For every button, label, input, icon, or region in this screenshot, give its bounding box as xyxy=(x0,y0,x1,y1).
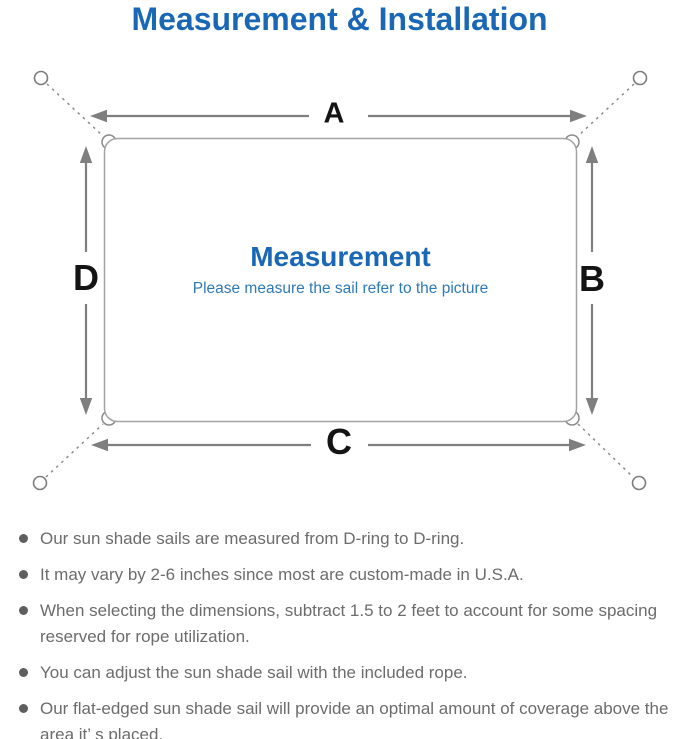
arrow-c xyxy=(91,438,586,452)
bullet-icon xyxy=(19,668,28,677)
list-item: Our sun shade sails are measured from D-… xyxy=(16,526,671,552)
rope-lines xyxy=(45,83,635,478)
note-text: You can adjust the sun shade sail with t… xyxy=(40,663,468,682)
dimension-label-b: B xyxy=(579,258,605,299)
notes-list: Our sun shade sails are measured from D-… xyxy=(16,526,671,739)
dimension-label-a: A xyxy=(323,97,345,130)
page-title: Measurement & Installation xyxy=(131,1,548,37)
note-text: When selecting the dimensions, subtract … xyxy=(40,601,658,646)
arrow-b xyxy=(585,146,599,415)
anchor-ring-icon xyxy=(631,475,647,491)
rope-dashed-line-topleft xyxy=(46,83,104,137)
list-item: Our flat-edged sun shade sail will provi… xyxy=(16,696,671,739)
rope-dashed-line-bottomleft xyxy=(45,423,104,478)
bullet-icon xyxy=(19,606,28,615)
list-item: When selecting the dimensions, subtract … xyxy=(16,598,671,650)
anchor-ring-icon xyxy=(32,475,48,491)
diagram-center-subtitle: Please measure the sail refer to the pic… xyxy=(192,280,489,297)
dimension-arrows xyxy=(79,109,599,452)
rope-dashed-line-topright xyxy=(577,83,635,137)
note-text: Our flat-edged sun shade sail will provi… xyxy=(40,699,669,739)
dimension-label-d: D xyxy=(73,257,99,298)
arrow-d xyxy=(79,146,93,415)
bullet-icon xyxy=(19,570,28,579)
note-text: It may vary by 2-6 inches since most are… xyxy=(40,565,524,584)
arrow-a xyxy=(90,109,587,123)
diagram-center-text: Measurement Please measure the sail refe… xyxy=(104,243,577,299)
rope-dashed-line-bottomright xyxy=(577,423,634,478)
diagram-center-title: Measurement xyxy=(250,241,431,272)
anchor-ring-icon xyxy=(632,70,648,86)
list-item: It may vary by 2-6 inches since most are… xyxy=(16,562,671,588)
sail-diagram: A B C D Measurement Please measure the s… xyxy=(32,70,648,491)
sail-outline xyxy=(103,137,578,423)
anchor-points xyxy=(32,70,648,491)
dimension-label-c: C xyxy=(326,421,352,462)
anchor-ring-icon xyxy=(33,70,49,86)
list-item: You can adjust the sun shade sail with t… xyxy=(16,660,671,686)
note-text: Our sun shade sails are measured from D-… xyxy=(40,529,465,548)
bullet-icon xyxy=(19,534,28,543)
bullet-icon xyxy=(19,704,28,713)
sail-diagram-graphic xyxy=(32,70,648,491)
